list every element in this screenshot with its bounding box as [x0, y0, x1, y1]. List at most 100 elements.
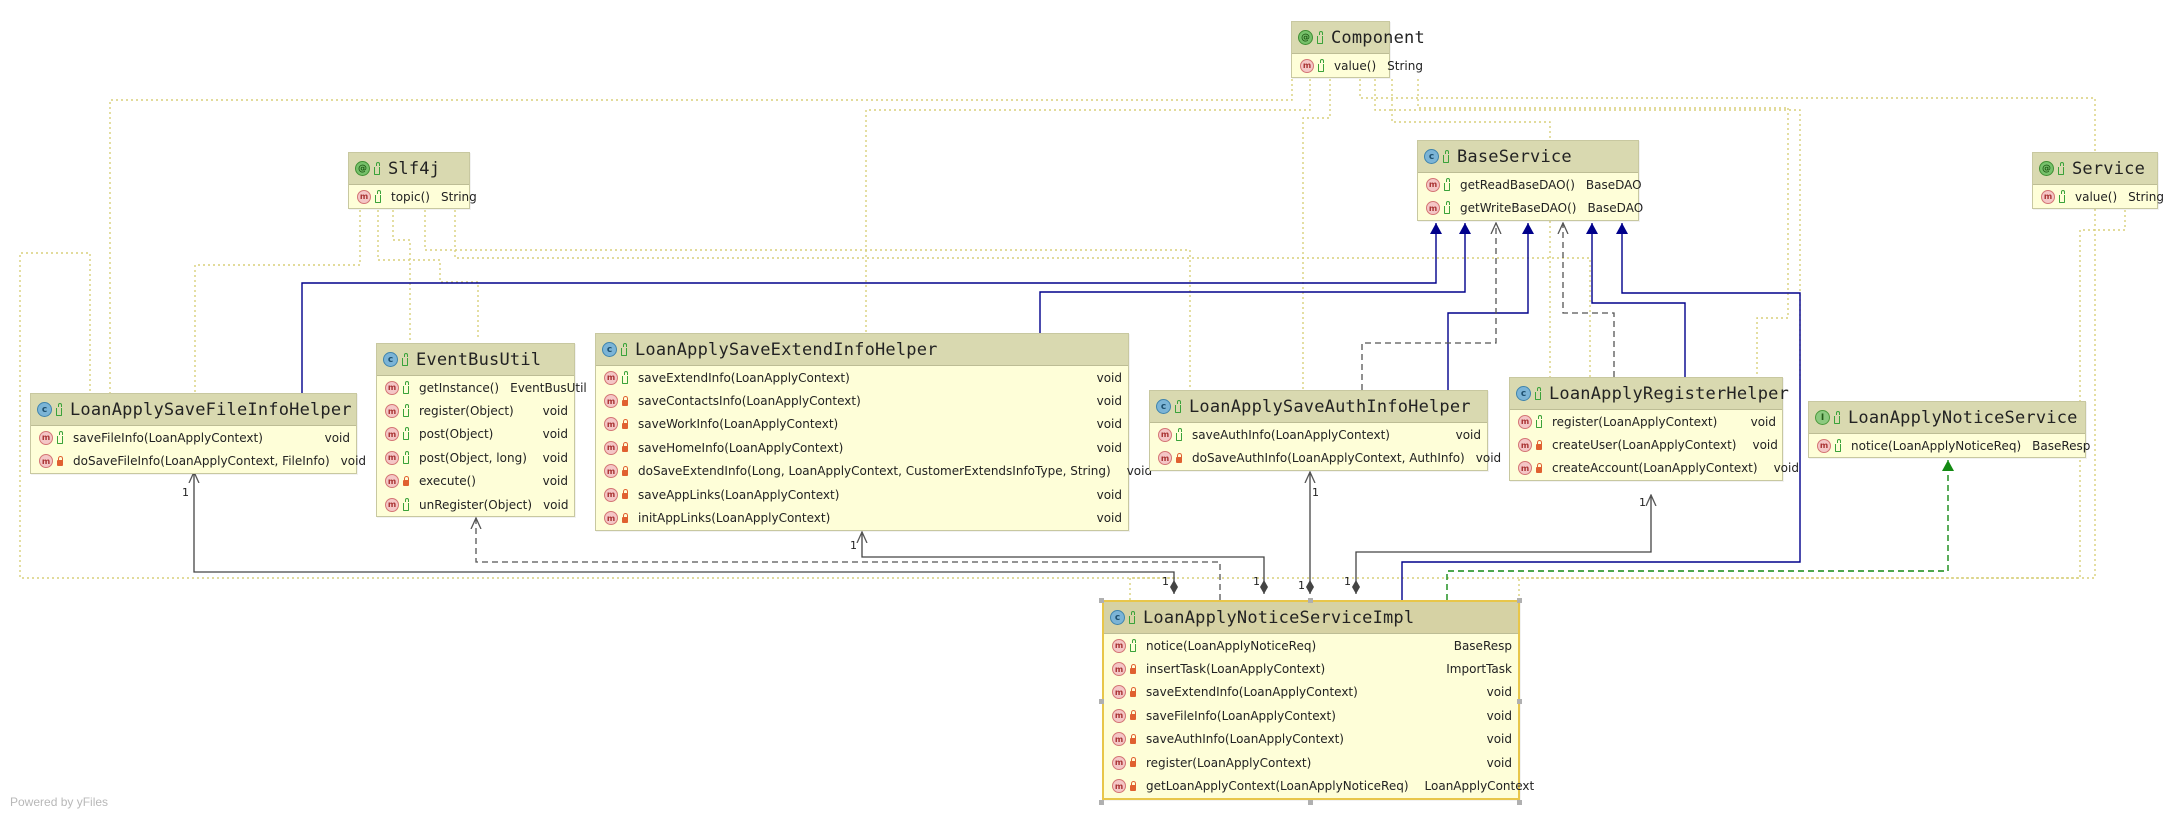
selection-handle[interactable] — [1099, 699, 1104, 704]
return-type: BaseResp — [1453, 638, 1512, 653]
multiplicity-label: 1 — [1162, 575, 1169, 588]
private-visibility-icon — [1130, 686, 1136, 697]
method-signature: doSaveAuthInfo(LoanApplyContext, AuthInf… — [1192, 451, 1465, 466]
selection-handle[interactable] — [1099, 800, 1104, 805]
selection-handle[interactable] — [1517, 800, 1522, 805]
class-name: Slf4j — [388, 158, 441, 179]
class-header[interactable]: @Component — [1292, 22, 1425, 54]
composition-edges — [194, 472, 1651, 594]
method-signature: doSaveExtendInfo(Long, LoanApplyContext,… — [638, 464, 1111, 479]
method-signature: register(LoanApplyContext) — [1552, 414, 1718, 429]
method-signature: getLoanApplyContext(LoanApplyNoticeReq) — [1146, 779, 1409, 794]
class-header[interactable]: @Slf4j — [349, 153, 469, 185]
public-visibility-icon — [1834, 410, 1840, 424]
class-name: LoanApplySaveExtendInfoHelper — [635, 339, 938, 360]
method-icon: m — [1112, 755, 1126, 770]
public-visibility-icon — [1129, 610, 1135, 624]
method-icon: m — [604, 511, 618, 526]
class-name: Component — [1331, 27, 1425, 48]
return-type: void — [1486, 755, 1512, 770]
multiplicity-label: 1 — [1253, 575, 1260, 588]
method-icon: m — [385, 380, 399, 395]
selection-handle[interactable] — [1517, 598, 1522, 603]
selection-handle[interactable] — [1308, 598, 1313, 603]
method-signature: post(Object) — [419, 427, 494, 442]
public-visibility-icon — [403, 404, 409, 418]
private-visibility-icon — [622, 489, 628, 500]
method-icon: m — [1518, 414, 1532, 429]
method-icon: m — [1518, 438, 1532, 453]
private-visibility-icon — [1130, 733, 1136, 744]
class-name: BaseService — [1457, 146, 1572, 167]
public-visibility-icon — [403, 380, 409, 394]
multiplicity-label: 1 — [182, 486, 189, 499]
selection-handle[interactable] — [1099, 598, 1104, 603]
private-visibility-icon — [1536, 462, 1542, 473]
method-signature: register(Object) — [419, 404, 514, 419]
class-header[interactable]: @Service — [2033, 153, 2157, 185]
method-icon: m — [2041, 189, 2055, 204]
public-visibility-icon — [403, 427, 409, 441]
public-visibility-icon — [1318, 58, 1324, 72]
class-name: LoanApplySaveFileInfoHelper — [70, 399, 352, 420]
public-visibility-icon — [1175, 399, 1181, 413]
selection-handle[interactable] — [1308, 800, 1313, 805]
selection-handle[interactable] — [1517, 699, 1522, 704]
method-icon: m — [1112, 662, 1126, 677]
public-visibility-icon — [1176, 427, 1182, 441]
class-name: LoanApplySaveAuthInfoHelper — [1189, 396, 1471, 417]
